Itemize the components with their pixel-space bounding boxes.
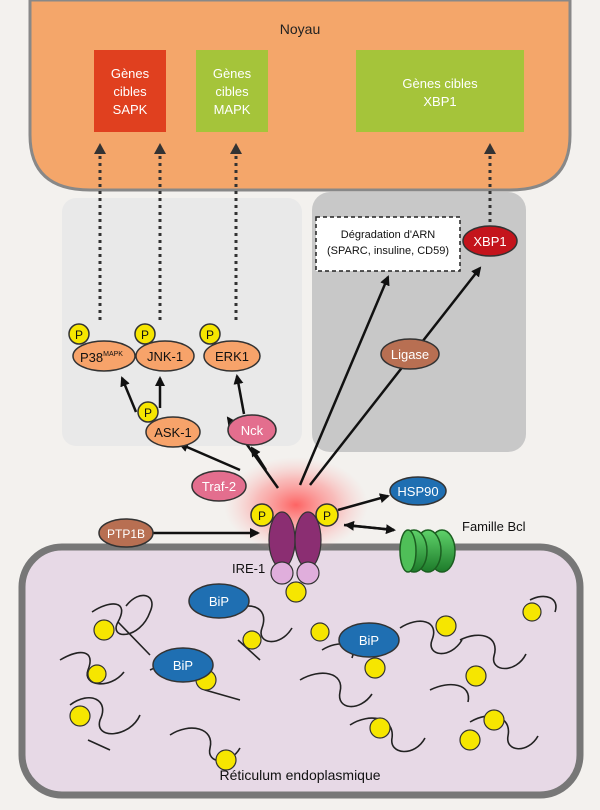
rna-degradation-line2: (SPARC, insuline, CD59)	[327, 245, 449, 257]
phospho-jnk1	[134, 323, 156, 345]
bip-label-2: BiP	[359, 633, 379, 648]
mapk-genes-line1: Gènes	[213, 66, 252, 81]
p38-label: P38MAPK	[80, 350, 123, 365]
jnk1-node	[135, 340, 195, 372]
mapk-genes-line2: cibles	[215, 84, 249, 99]
ligase-node	[380, 338, 440, 370]
ligase-label: Ligase	[391, 347, 429, 362]
arrow-ire1-hsp90	[337, 493, 390, 512]
sapk-genes-line2: cibles	[113, 84, 147, 99]
arrow-ask1-p38	[120, 376, 138, 413]
erk1-label: ERK1	[215, 349, 249, 364]
ire1-dimer	[268, 511, 322, 603]
phospho-ask1	[137, 401, 159, 423]
rna-degradation-box	[315, 216, 461, 272]
erk1-node	[203, 340, 261, 372]
phospho-p38-label: P	[75, 328, 83, 342]
xbp1-node	[462, 225, 518, 257]
arrow-ire1-xbp1	[309, 266, 482, 486]
phospho-ire1-right-label: P	[323, 509, 331, 523]
p38-node	[72, 340, 136, 372]
arrow-traf2-ask1	[178, 442, 241, 472]
activation-glow	[224, 457, 368, 553]
arrow-ire1-nck	[250, 446, 268, 471]
jnk1-label: JNK-1	[147, 349, 183, 364]
bcl-family-label: Famille Bcl	[462, 519, 526, 534]
xbp1-target-genes-box	[356, 50, 524, 132]
phospho-erk1	[199, 323, 221, 345]
phospho-ire1-right	[315, 503, 339, 527]
bip-node-1	[188, 583, 250, 619]
phospho-jnk1-label: P	[141, 328, 149, 342]
xbp1-genes-line1: Gènes cibles	[402, 76, 478, 91]
hsp90-label: HSP90	[397, 484, 438, 499]
arrow-nck-erk1	[233, 374, 246, 415]
xbp1-genes-line2: XBP1	[423, 94, 456, 109]
ask1-node	[145, 416, 201, 448]
sapk-target-genes-box	[94, 50, 166, 132]
nck-label: Nck	[241, 423, 264, 438]
arrow-ire1-rna-degradation	[298, 275, 390, 486]
ask1-label: ASK-1	[154, 425, 192, 440]
mapk-target-genes-box	[196, 50, 268, 132]
phospho-ire1-left	[250, 503, 274, 527]
phospho-ask1-label: P	[144, 406, 152, 420]
er-label: Réticulum endoplasmique	[219, 767, 380, 783]
ptp1b-node	[98, 518, 154, 548]
mapk-genes-line3: MAPK	[214, 102, 251, 117]
sapk-genes-line1: Gènes	[111, 66, 150, 81]
phospho-ire1-left-label: P	[258, 509, 266, 523]
nck-node	[227, 414, 277, 446]
phospho-erk1-label: P	[206, 328, 214, 342]
bip-label-3: BiP	[173, 658, 193, 673]
bip-node-2	[338, 622, 400, 658]
bcl-family-protein	[399, 529, 456, 573]
bip-label-1: BiP	[209, 594, 229, 609]
sapk-genes-line3: SAPK	[113, 102, 148, 117]
hsp90-node	[389, 476, 447, 506]
arrow-bcl-ire1	[344, 520, 395, 532]
nucleus	[28, 0, 572, 192]
bip-node-3	[152, 647, 214, 683]
traf2-node	[191, 470, 247, 502]
phospho-p38	[68, 323, 90, 345]
traf2-label: Traf-2	[202, 479, 236, 494]
cytoplasm-panel-left	[62, 198, 302, 446]
rna-degradation-line1: Dégradation d'ARN	[341, 229, 435, 241]
xbp1-label: XBP1	[473, 234, 506, 249]
ire1-label: IRE-1	[232, 561, 265, 576]
ptp1b-label: PTP1B	[107, 527, 145, 541]
unfolded-protein-beads	[69, 602, 542, 771]
nucleus-label: Noyau	[280, 21, 320, 37]
